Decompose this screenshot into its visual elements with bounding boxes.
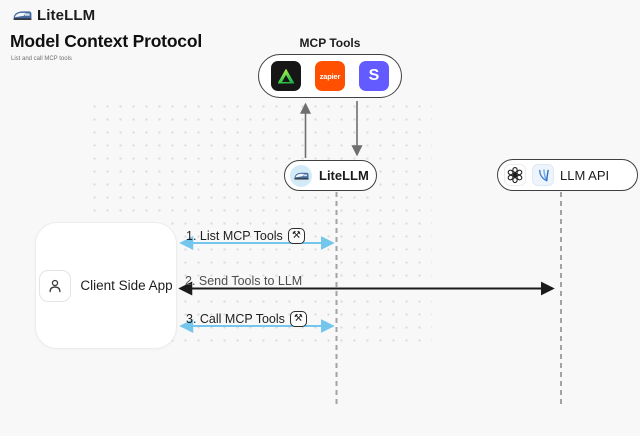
train-icon [13,11,32,20]
stripe-letter: S [368,67,380,84]
zapier-icon: zapier [315,61,345,91]
litellm-node: LiteLLM [284,160,377,191]
arrow-label-call-mcp-tools: 3. Call MCP Tools ⚒ [186,311,307,327]
zapier-label: zapier [319,71,341,81]
triangle-tool-icon [271,61,301,91]
openai-icon [504,164,526,186]
llm-api-node: LLM API [497,159,638,191]
arrow-label-send-tools-to-llm: 2. Send Tools to LLM [185,274,303,288]
arrow-label-list-mcp-tools: 1. List MCP Tools ⚒ [186,228,305,244]
hammer-wrench-icon: ⚒ [289,311,307,327]
stripe-icon: S [359,61,389,91]
brand-label: LiteLLM [37,7,96,24]
mcp-tools-node: zapier S [258,54,402,98]
llm-api-node-label: LLM API [560,167,610,183]
litellm-train-icon [290,164,312,187]
mcp-tools-label: MCP Tools [299,36,361,50]
page-title: Model Context Protocol [10,31,202,51]
client-side-app-label: Client Side App [80,278,173,293]
page-subtitle: List and call MCP tools [11,56,72,62]
litellm-node-label: LiteLLM [319,168,369,183]
person-icon [39,269,72,302]
client-side-app-node: Client Side App [35,222,177,349]
hammer-wrench-icon: ⚒ [287,228,305,244]
brand: LiteLLM [13,7,95,24]
blue-feather-icon [532,164,554,186]
